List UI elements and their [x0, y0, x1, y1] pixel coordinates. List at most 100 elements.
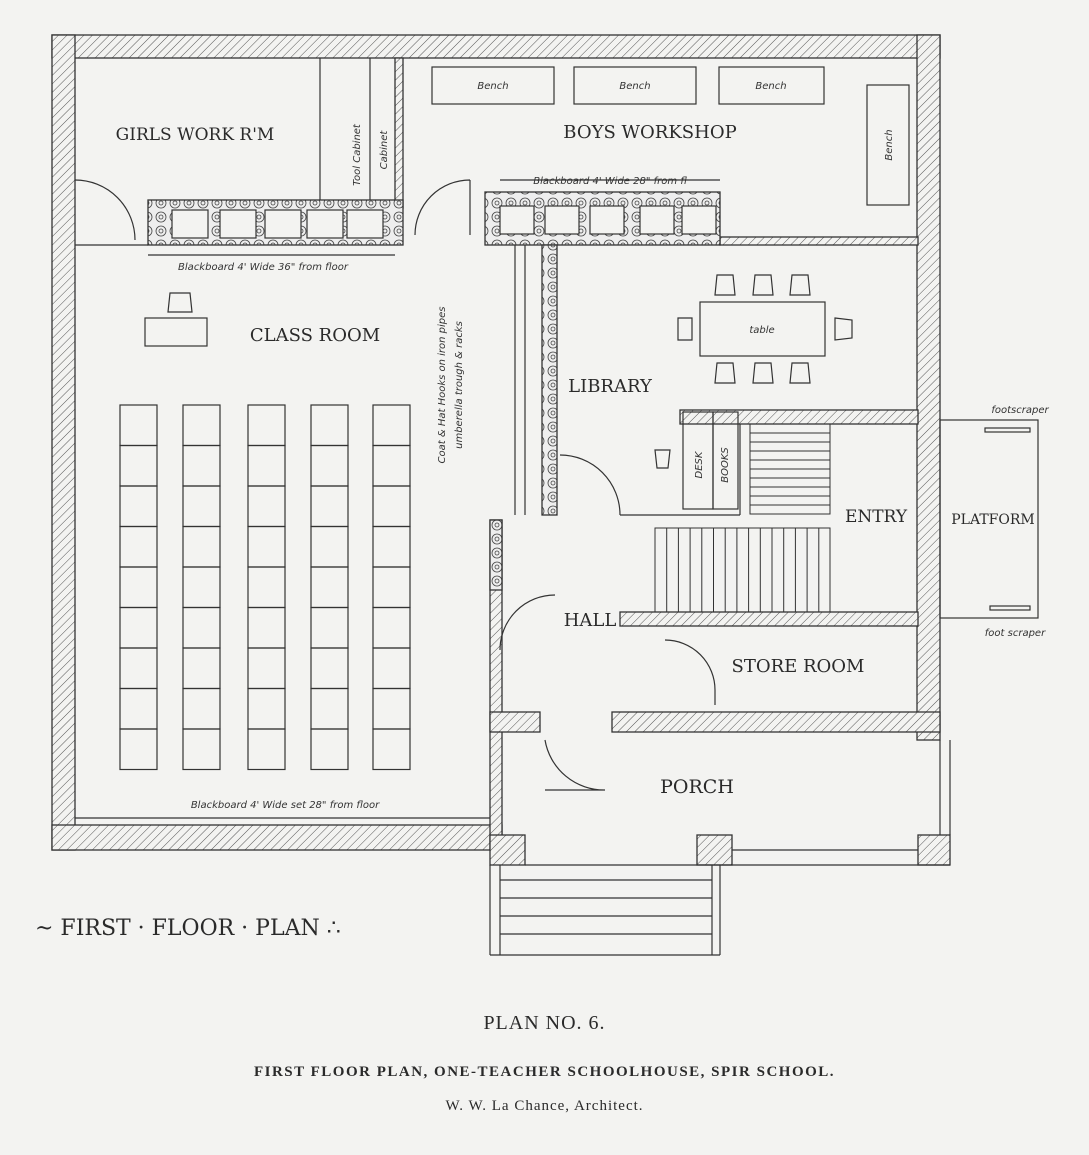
library-table	[699, 301, 826, 357]
bench-2	[573, 66, 697, 105]
student-desk	[372, 485, 411, 528]
library-chair	[789, 362, 811, 384]
student-desk	[119, 404, 158, 447]
student-desk	[182, 606, 221, 649]
room-label-class-room: CLASS ROOM	[250, 325, 380, 346]
student-desk	[310, 647, 349, 690]
plan-number: PLAN NO. 6.	[483, 1012, 606, 1034]
books-label: BOOKS	[720, 447, 731, 483]
tool-cabinet-label: Tool Cabinet	[352, 123, 363, 186]
room-label-porch: PORCH	[660, 776, 734, 798]
staircase	[654, 423, 831, 613]
student-desk	[310, 525, 349, 568]
student-desk	[182, 525, 221, 568]
wall-porch-top	[611, 711, 941, 733]
student-desk	[372, 404, 411, 447]
room-label-library: LIBRARY	[568, 376, 653, 397]
bench-4	[866, 84, 910, 206]
student-desk	[247, 728, 286, 771]
student-desk	[119, 606, 158, 649]
coat-hooks-note: Coat & Hat Hooks on iron pipes	[437, 307, 448, 464]
blackboard-note-classroom: Blackboard 4' Wide set 28" from floor	[191, 800, 380, 811]
room-label-girls-work-room: GIRLS WORK R'M	[116, 125, 275, 145]
library-chair	[752, 274, 774, 296]
library-chair	[654, 449, 671, 469]
wall-left	[51, 34, 76, 851]
student-desk	[119, 728, 158, 771]
bench-label: Bench	[477, 81, 508, 92]
desk-label: DESK	[694, 450, 705, 478]
library-chair	[677, 317, 693, 341]
student-desk	[119, 444, 158, 487]
student-desk	[310, 687, 349, 730]
room-label-boys-workshop: BOYS WORKSHOP	[563, 122, 736, 143]
porch-pier-mid	[696, 834, 733, 866]
student-desk	[310, 404, 349, 447]
student-desk	[247, 485, 286, 528]
blackboard-note-girls: Blackboard 4' Wide 36" from floor	[178, 262, 349, 273]
student-desk	[119, 687, 158, 730]
student-desk	[310, 444, 349, 487]
student-desk	[310, 566, 349, 609]
porch-steps	[489, 865, 721, 956]
student-desks	[119, 404, 411, 771]
plan-title-label: ~ FIRST · FLOOR · PLAN ∴	[35, 916, 341, 941]
teacher-chair	[167, 292, 193, 313]
bench-label: Bench	[619, 81, 650, 92]
student-desk	[182, 444, 221, 487]
student-desk	[182, 647, 221, 690]
student-desk	[182, 485, 221, 528]
student-desk	[182, 404, 221, 447]
library-chair	[714, 362, 736, 384]
student-desk	[372, 728, 411, 771]
library-chair	[789, 274, 811, 296]
porch-pier-left	[489, 834, 526, 866]
student-desk	[182, 728, 221, 771]
library-chair	[752, 362, 774, 384]
architect-credit: W. W. La Chance, Architect.	[445, 1098, 644, 1114]
student-desk	[182, 687, 221, 730]
wall-girls-right	[394, 57, 404, 209]
room-label-hall: HALL	[564, 610, 617, 631]
cabinet-label: Cabinet	[379, 130, 390, 170]
student-desk	[310, 485, 349, 528]
wall-bottom-classroom	[51, 824, 503, 851]
student-desk	[372, 606, 411, 649]
wall-top	[51, 34, 941, 59]
student-desk	[119, 566, 158, 609]
porch-pier-right	[917, 834, 951, 866]
lower-stair-flight	[654, 527, 831, 613]
bench-1	[431, 66, 555, 105]
wall-library-store	[619, 611, 919, 627]
coat-hooks-note: umberella trough & racks	[454, 321, 465, 449]
student-desk	[119, 647, 158, 690]
room-label-store-room: STORE ROOM	[731, 656, 864, 677]
student-desk	[372, 647, 411, 690]
foot-scraper-label: footscraper	[991, 405, 1049, 416]
student-desk	[372, 687, 411, 730]
student-desk	[247, 687, 286, 730]
library-books	[712, 411, 739, 510]
library-chair	[714, 274, 736, 296]
student-desk	[247, 647, 286, 690]
foot-scraper-label: foot scraper	[985, 628, 1046, 639]
student-desk	[310, 606, 349, 649]
blackboard-note-boys: Blackboard 4' Wide 28" from fl	[533, 176, 687, 187]
student-desk	[372, 566, 411, 609]
student-desk	[119, 485, 158, 528]
student-desk	[247, 444, 286, 487]
bench-label: Bench	[884, 129, 895, 160]
student-desk	[247, 566, 286, 609]
room-label-entry: ENTRY	[845, 507, 908, 527]
library-chair	[834, 317, 853, 341]
flue-hall	[489, 519, 503, 591]
student-desk	[310, 728, 349, 771]
student-desk	[372, 525, 411, 568]
wall-boys-bottom	[719, 236, 919, 246]
student-desk	[247, 404, 286, 447]
room-label-platform: PLATFORM	[951, 512, 1034, 528]
wall-right	[916, 34, 941, 741]
plan-caption-title: FIRST FLOOR PLAN, ONE-TEACHER SCHOOLHOUS…	[253, 1064, 836, 1080]
